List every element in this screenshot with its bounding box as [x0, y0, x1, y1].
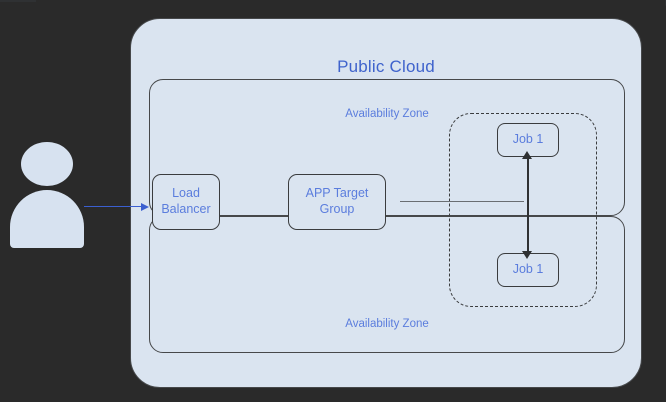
availability-zone-top: Availability Zone: [149, 79, 625, 216]
node-app-target-group-label-line2: Group: [319, 202, 355, 216]
availability-zone-top-label: Availability Zone: [345, 108, 429, 120]
node-job-top[interactable]: Job 1: [497, 123, 559, 157]
user-actor-icon: [10, 140, 84, 250]
availability-zone-bottom: Availability Zone: [149, 216, 625, 353]
connector-user-to-load-balancer: [84, 201, 149, 213]
user-actor-head: [21, 142, 73, 186]
user-actor-body: [10, 190, 84, 248]
node-app-target-group-label: APP Target Group: [306, 186, 369, 217]
connector-app-target-group-to-jobs: [400, 201, 524, 203]
connector-load-balancer-to-app-target-group: [0, 0, 36, 2]
public-cloud-title: Public Cloud: [337, 57, 435, 76]
node-app-target-group-label-line1: APP Target: [305, 186, 369, 201]
node-load-balancer-label-line1: Load: [172, 186, 200, 201]
node-load-balancer-label-line2: Balancer: [161, 202, 211, 216]
node-load-balancer[interactable]: Load Balancer: [152, 174, 220, 230]
arrowhead-up-icon: [522, 151, 532, 159]
arrowhead-down-icon: [522, 251, 532, 259]
availability-zone-bottom-label: Availability Zone: [345, 318, 429, 330]
node-app-target-group[interactable]: APP Target Group: [288, 174, 386, 230]
node-job-top-label: Job 1: [512, 132, 544, 147]
node-job-bottom-label: Job 1: [512, 262, 544, 277]
job-group-boundary: [449, 113, 597, 307]
connector-job-top-to-job-bottom: [527, 157, 529, 253]
node-load-balancer-label: Load Balancer: [161, 186, 210, 217]
